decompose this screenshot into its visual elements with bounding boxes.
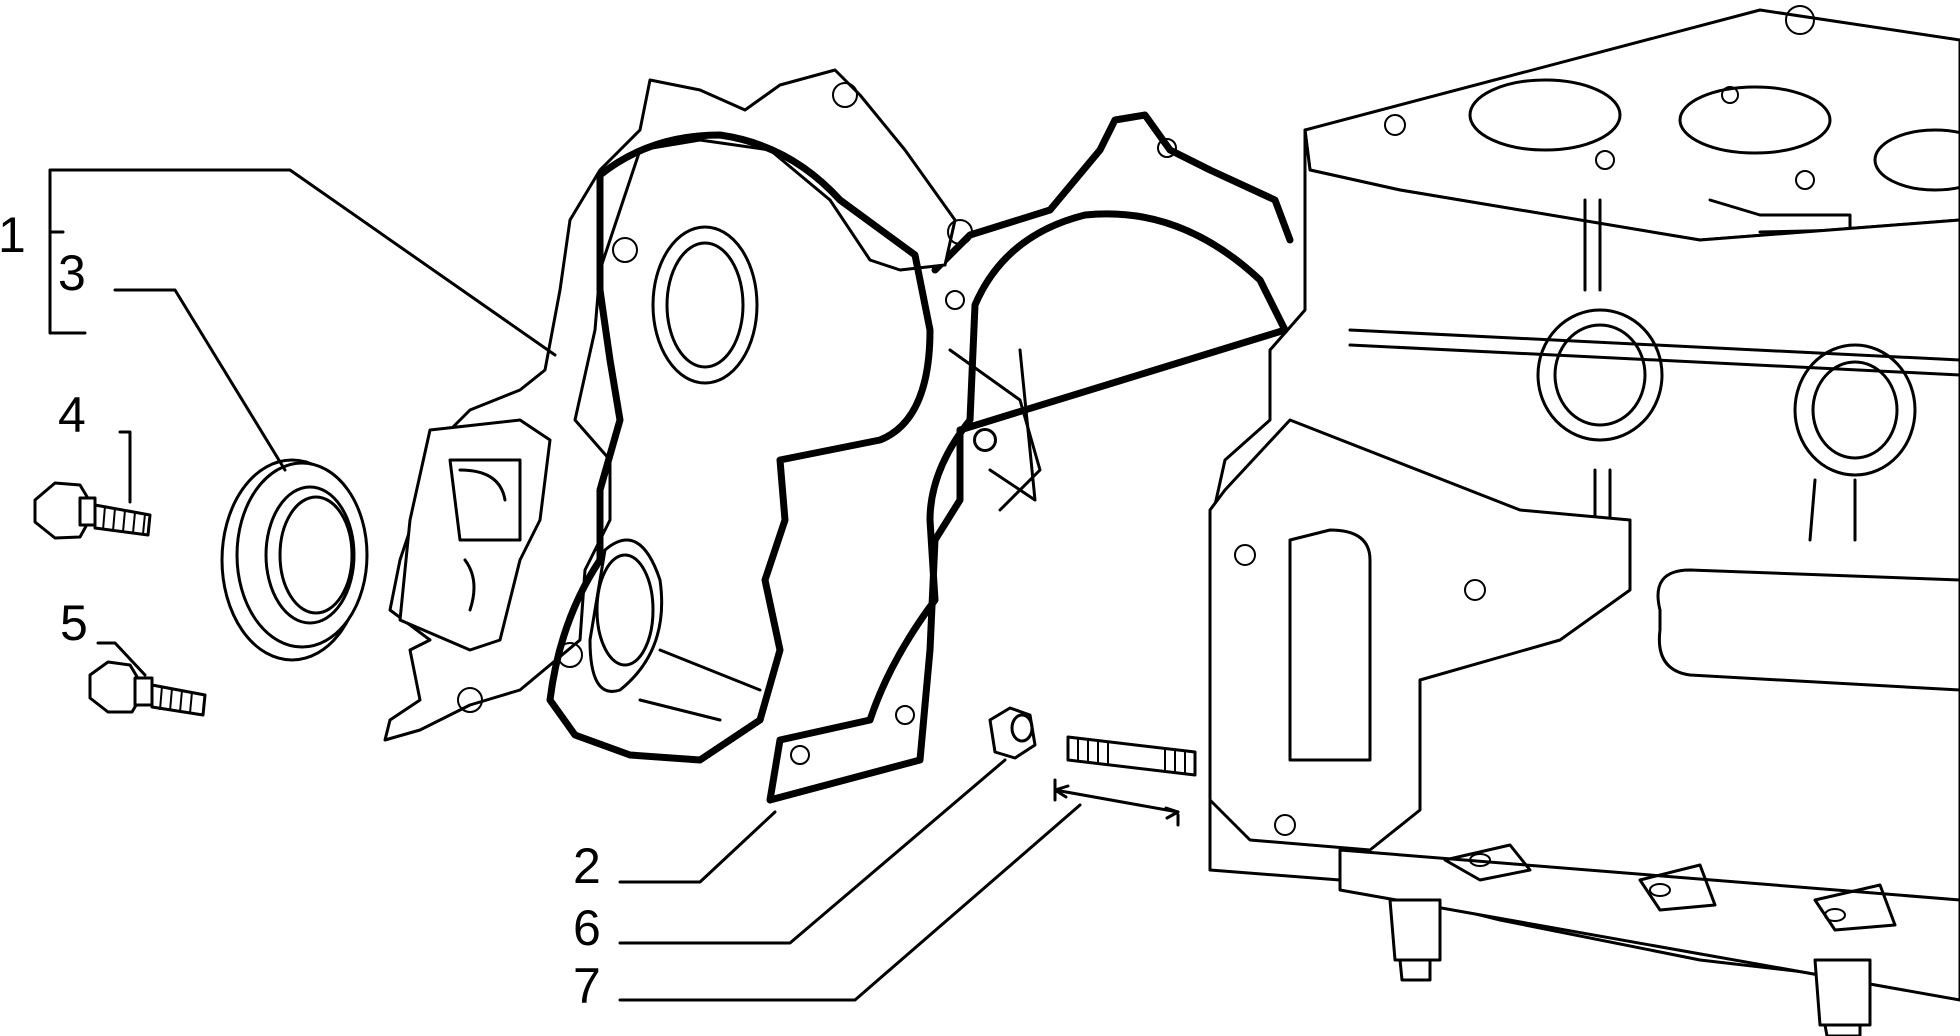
nut-6	[988, 706, 1037, 760]
callout-5: 5	[60, 595, 88, 651]
callout-2: 2	[573, 838, 601, 894]
screw-4	[33, 481, 152, 540]
callout-6: 6	[573, 900, 601, 956]
leader-lines	[48, 168, 1082, 1002]
engine-block	[1208, 5, 1960, 1036]
callout-3: 3	[58, 245, 86, 301]
stud-7	[1053, 735, 1197, 827]
callout-7: 7	[573, 958, 601, 1014]
timing-cover	[383, 68, 1042, 764]
callout-1: 1	[0, 207, 26, 263]
oil-seal	[220, 458, 369, 662]
callout-4: 4	[58, 387, 86, 443]
screw-5	[88, 660, 207, 717]
callout-numbers: 1 2 3 4 5 6 7	[0, 207, 601, 1014]
